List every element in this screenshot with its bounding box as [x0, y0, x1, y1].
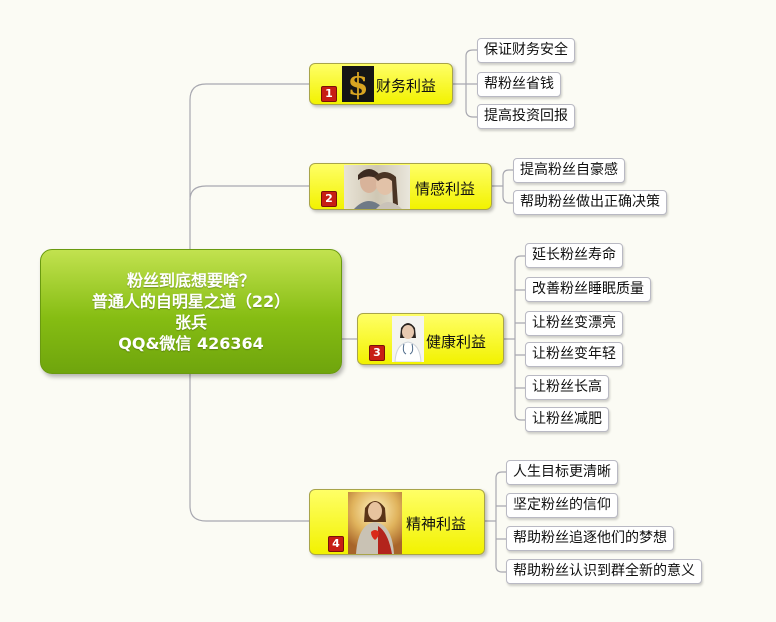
connector-leaves-1: [453, 49, 478, 118]
doctor-photo: [392, 316, 424, 362]
leaf-item[interactable]: 帮粉丝省钱: [477, 72, 561, 97]
branch-emotional[interactable]: 2 情感利益: [309, 163, 492, 210]
branch-label: 健康利益: [426, 333, 487, 351]
leaf-item[interactable]: 提高投资回报: [477, 104, 575, 129]
leaf-item[interactable]: 人生目标更清晰: [506, 460, 618, 485]
connector-branch-1: [189, 83, 309, 249]
branch-health[interactable]: 3 健康利益: [357, 313, 504, 365]
couple-photo: [344, 165, 410, 209]
leaf-item[interactable]: 改善粉丝睡眠质量: [525, 277, 651, 302]
central-subtitle: 普通人的自明星之道（22）: [91, 291, 291, 311]
leaf-item[interactable]: 让粉丝变漂亮: [525, 311, 623, 336]
leaf-item[interactable]: 让粉丝长高: [525, 375, 609, 400]
number-badge-1: 1: [321, 86, 337, 102]
branch-label: 财务利益: [376, 77, 437, 95]
leaf-item[interactable]: 提高粉丝自豪感: [513, 158, 625, 183]
central-contact: QQ&微信 426364: [118, 333, 264, 353]
branch-label: 情感利益: [415, 180, 476, 198]
branch-spiritual[interactable]: 4 精神利益: [309, 489, 485, 555]
number-badge-4: 4: [328, 536, 344, 552]
branch-label: 精神利益: [406, 515, 467, 533]
connector-leaves-4: [485, 471, 507, 573]
central-author: 张兵: [174, 312, 207, 332]
connector-branch-4: [189, 374, 309, 522]
connector-leaves-3: [504, 255, 526, 421]
leaf-item[interactable]: 坚定粉丝的信仰: [506, 493, 618, 518]
number-badge-2: 2: [321, 191, 337, 207]
leaf-item[interactable]: 延长粉丝寿命: [525, 243, 623, 268]
leaf-item[interactable]: 保证财务安全: [477, 38, 575, 63]
leaf-item[interactable]: 帮助粉丝认识到群全新的意义: [506, 559, 702, 584]
svg-text:$: $: [348, 68, 369, 102]
dollar-icon: $: [342, 66, 374, 102]
leaf-item[interactable]: 帮助粉丝追逐他们的梦想: [506, 526, 674, 551]
leaf-item[interactable]: 让粉丝变年轻: [525, 342, 623, 367]
number-badge-3: 3: [369, 345, 385, 361]
leaf-item[interactable]: 帮助粉丝做出正确决策: [513, 190, 667, 215]
connector-leaves-2: [492, 169, 514, 204]
central-topic[interactable]: 粉丝到底想要啥？ 普通人的自明星之道（22） 张兵 QQ&微信 426364: [40, 249, 342, 374]
connector-branch-2: [189, 185, 309, 201]
sacred-heart-image: [348, 492, 402, 554]
central-title: 粉丝到底想要啥？: [126, 270, 255, 290]
leaf-item[interactable]: 让粉丝减肥: [525, 407, 609, 432]
branch-financial[interactable]: 1 $ 财务利益: [309, 63, 453, 105]
